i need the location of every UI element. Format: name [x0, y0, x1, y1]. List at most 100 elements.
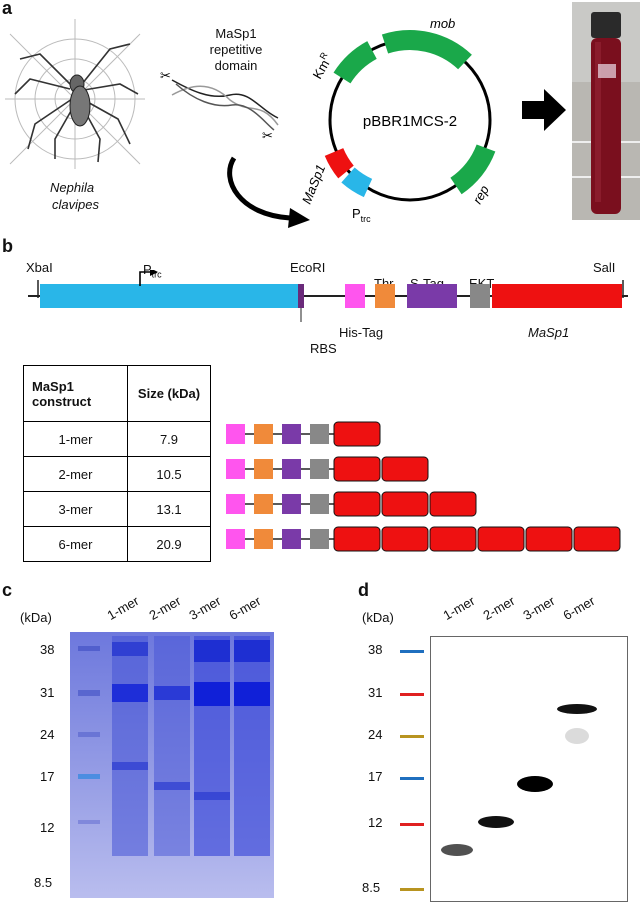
- blot-d-marker-label: 12: [368, 815, 383, 830]
- tag-block: [254, 529, 273, 549]
- masp1-repeat-block: [381, 491, 429, 517]
- gel-c-marker-label: 24: [40, 727, 55, 742]
- domain-label-line3: domain: [214, 58, 258, 73]
- dna-insert-illustration: ✂ ✂: [160, 70, 310, 228]
- tag-block: [282, 459, 301, 479]
- construct-row: [226, 491, 477, 517]
- table-cell-construct: 3-mer: [23, 491, 128, 527]
- mob-segment: [381, 30, 472, 70]
- western-blot-image: [430, 636, 628, 902]
- ekt-block: [470, 284, 490, 308]
- table-cell-size: 10.5: [127, 456, 211, 492]
- masp1-repeat-block: [525, 526, 573, 552]
- tag-block: [254, 424, 273, 444]
- construct-row: [226, 421, 381, 447]
- tag-block: [282, 424, 301, 444]
- gel-c-marker-label: 17: [40, 769, 55, 784]
- band-1mer: [441, 844, 473, 856]
- blot-d-marker-bar: [400, 650, 424, 653]
- right-arrow-icon: [522, 89, 566, 131]
- table-cell-construct: 2-mer: [23, 456, 128, 492]
- rbs-label: RBS: [310, 341, 337, 356]
- masp1-repeat-block: [573, 526, 621, 552]
- panel-label-b: b: [2, 236, 13, 256]
- table-header-construct: MaSp1 construct: [23, 365, 128, 422]
- blot-d-unit-label: (kDa): [362, 610, 394, 625]
- table-cell-size: 13.1: [127, 491, 211, 527]
- blot-d-lane-label: 3-mer: [520, 593, 558, 623]
- blot-d-lane-label: 2-mer: [480, 593, 518, 623]
- rep-label: rep: [470, 183, 492, 207]
- gel-c-lane-label: 1-mer: [104, 593, 142, 623]
- km-segment: [333, 41, 378, 84]
- ptrc-construct-label: Ptrc: [143, 262, 162, 280]
- scissors-icon-right: ✂: [262, 128, 273, 143]
- blot-d-marker-label: 38: [368, 642, 383, 657]
- table-header-size: Size (kDa): [127, 365, 211, 422]
- blot-d-marker-bar: [400, 777, 424, 780]
- rbs-block: [298, 284, 304, 308]
- rep-segment: [450, 144, 496, 195]
- gel-c-marker-label: 38: [40, 642, 55, 657]
- culture-tube-photo: [572, 2, 640, 220]
- plasmid-map: pBBR1MCS-2 mob KmR rep MaSp1 Ptrc: [299, 16, 496, 224]
- histag-block: [345, 284, 365, 308]
- construct-map: [28, 270, 628, 322]
- tag-block: [226, 529, 245, 549]
- panel-label-a: a: [2, 0, 13, 18]
- tag-block: [254, 494, 273, 514]
- scissors-icon-left: ✂: [160, 70, 171, 83]
- blot-d-marker-bar: [400, 735, 424, 738]
- panel-label-d: d: [358, 580, 369, 600]
- arrow-head-icon: [288, 208, 310, 228]
- tag-block: [226, 494, 245, 514]
- table-cell-size: 7.9: [127, 421, 211, 457]
- gel-c-marker-label: 12: [40, 820, 55, 835]
- construct-schematics: [226, 421, 621, 552]
- sali-site-label: SalI: [593, 260, 616, 275]
- blot-d-marker-bar: [400, 693, 424, 696]
- domain-label-line1: MaSp1: [215, 26, 257, 41]
- masp1-segment: [324, 147, 354, 179]
- domain-label: MaSp1 repetitive domain: [196, 26, 276, 74]
- spider-illustration: [5, 19, 145, 169]
- ecori-site-label: EcoRI: [290, 260, 326, 275]
- species-name-line2: clavipes: [52, 197, 99, 212]
- tag-block: [310, 529, 329, 549]
- gel-c-marker-label: 8.5: [34, 875, 53, 890]
- panel-label-c: c: [2, 580, 13, 600]
- blot-d-marker-label: 31: [368, 685, 383, 700]
- masp1-repeat-block: [381, 456, 429, 482]
- construct-row: [226, 526, 621, 552]
- blot-d-marker-label: 17: [368, 769, 383, 784]
- species-name-line1: Nephila: [50, 180, 95, 195]
- stag-block: [407, 284, 457, 308]
- table-row: 2-mer 10.5: [23, 456, 211, 492]
- gel-c-marker-label: 31: [40, 685, 55, 700]
- tag-block: [226, 459, 245, 479]
- band-6mer: [557, 704, 597, 714]
- masp1-repeat-block: [333, 526, 381, 552]
- tag-block: [254, 459, 273, 479]
- tag-block: [310, 424, 329, 444]
- gel-c-lane-label: 6-mer: [226, 593, 264, 623]
- ptrc-segment: [341, 167, 373, 198]
- masp1-repeat-block: [429, 491, 477, 517]
- masp1-repeat-block: [477, 526, 525, 552]
- blot-d-marker-label: 8.5: [362, 880, 381, 895]
- gel-c-lane-label: 3-mer: [186, 593, 224, 623]
- gel-c-unit-label: (kDa): [20, 610, 52, 625]
- tag-block: [282, 494, 301, 514]
- table-row: 1-mer 7.9: [23, 421, 211, 457]
- masp1-block: [492, 284, 622, 308]
- ptrc-block: [40, 284, 298, 308]
- blot-d-lane-label: 6-mer: [560, 593, 598, 623]
- promoter-arrow-icon: [139, 271, 152, 286]
- mob-label: mob: [430, 16, 455, 31]
- blot-d-marker-label: 24: [368, 727, 383, 742]
- tag-block: [226, 424, 245, 444]
- gel-c-lane-label: 2-mer: [146, 593, 184, 623]
- domain-label-line2: repetitive: [209, 42, 263, 57]
- tag-block: [310, 459, 329, 479]
- masp1-repeat-block: [381, 526, 429, 552]
